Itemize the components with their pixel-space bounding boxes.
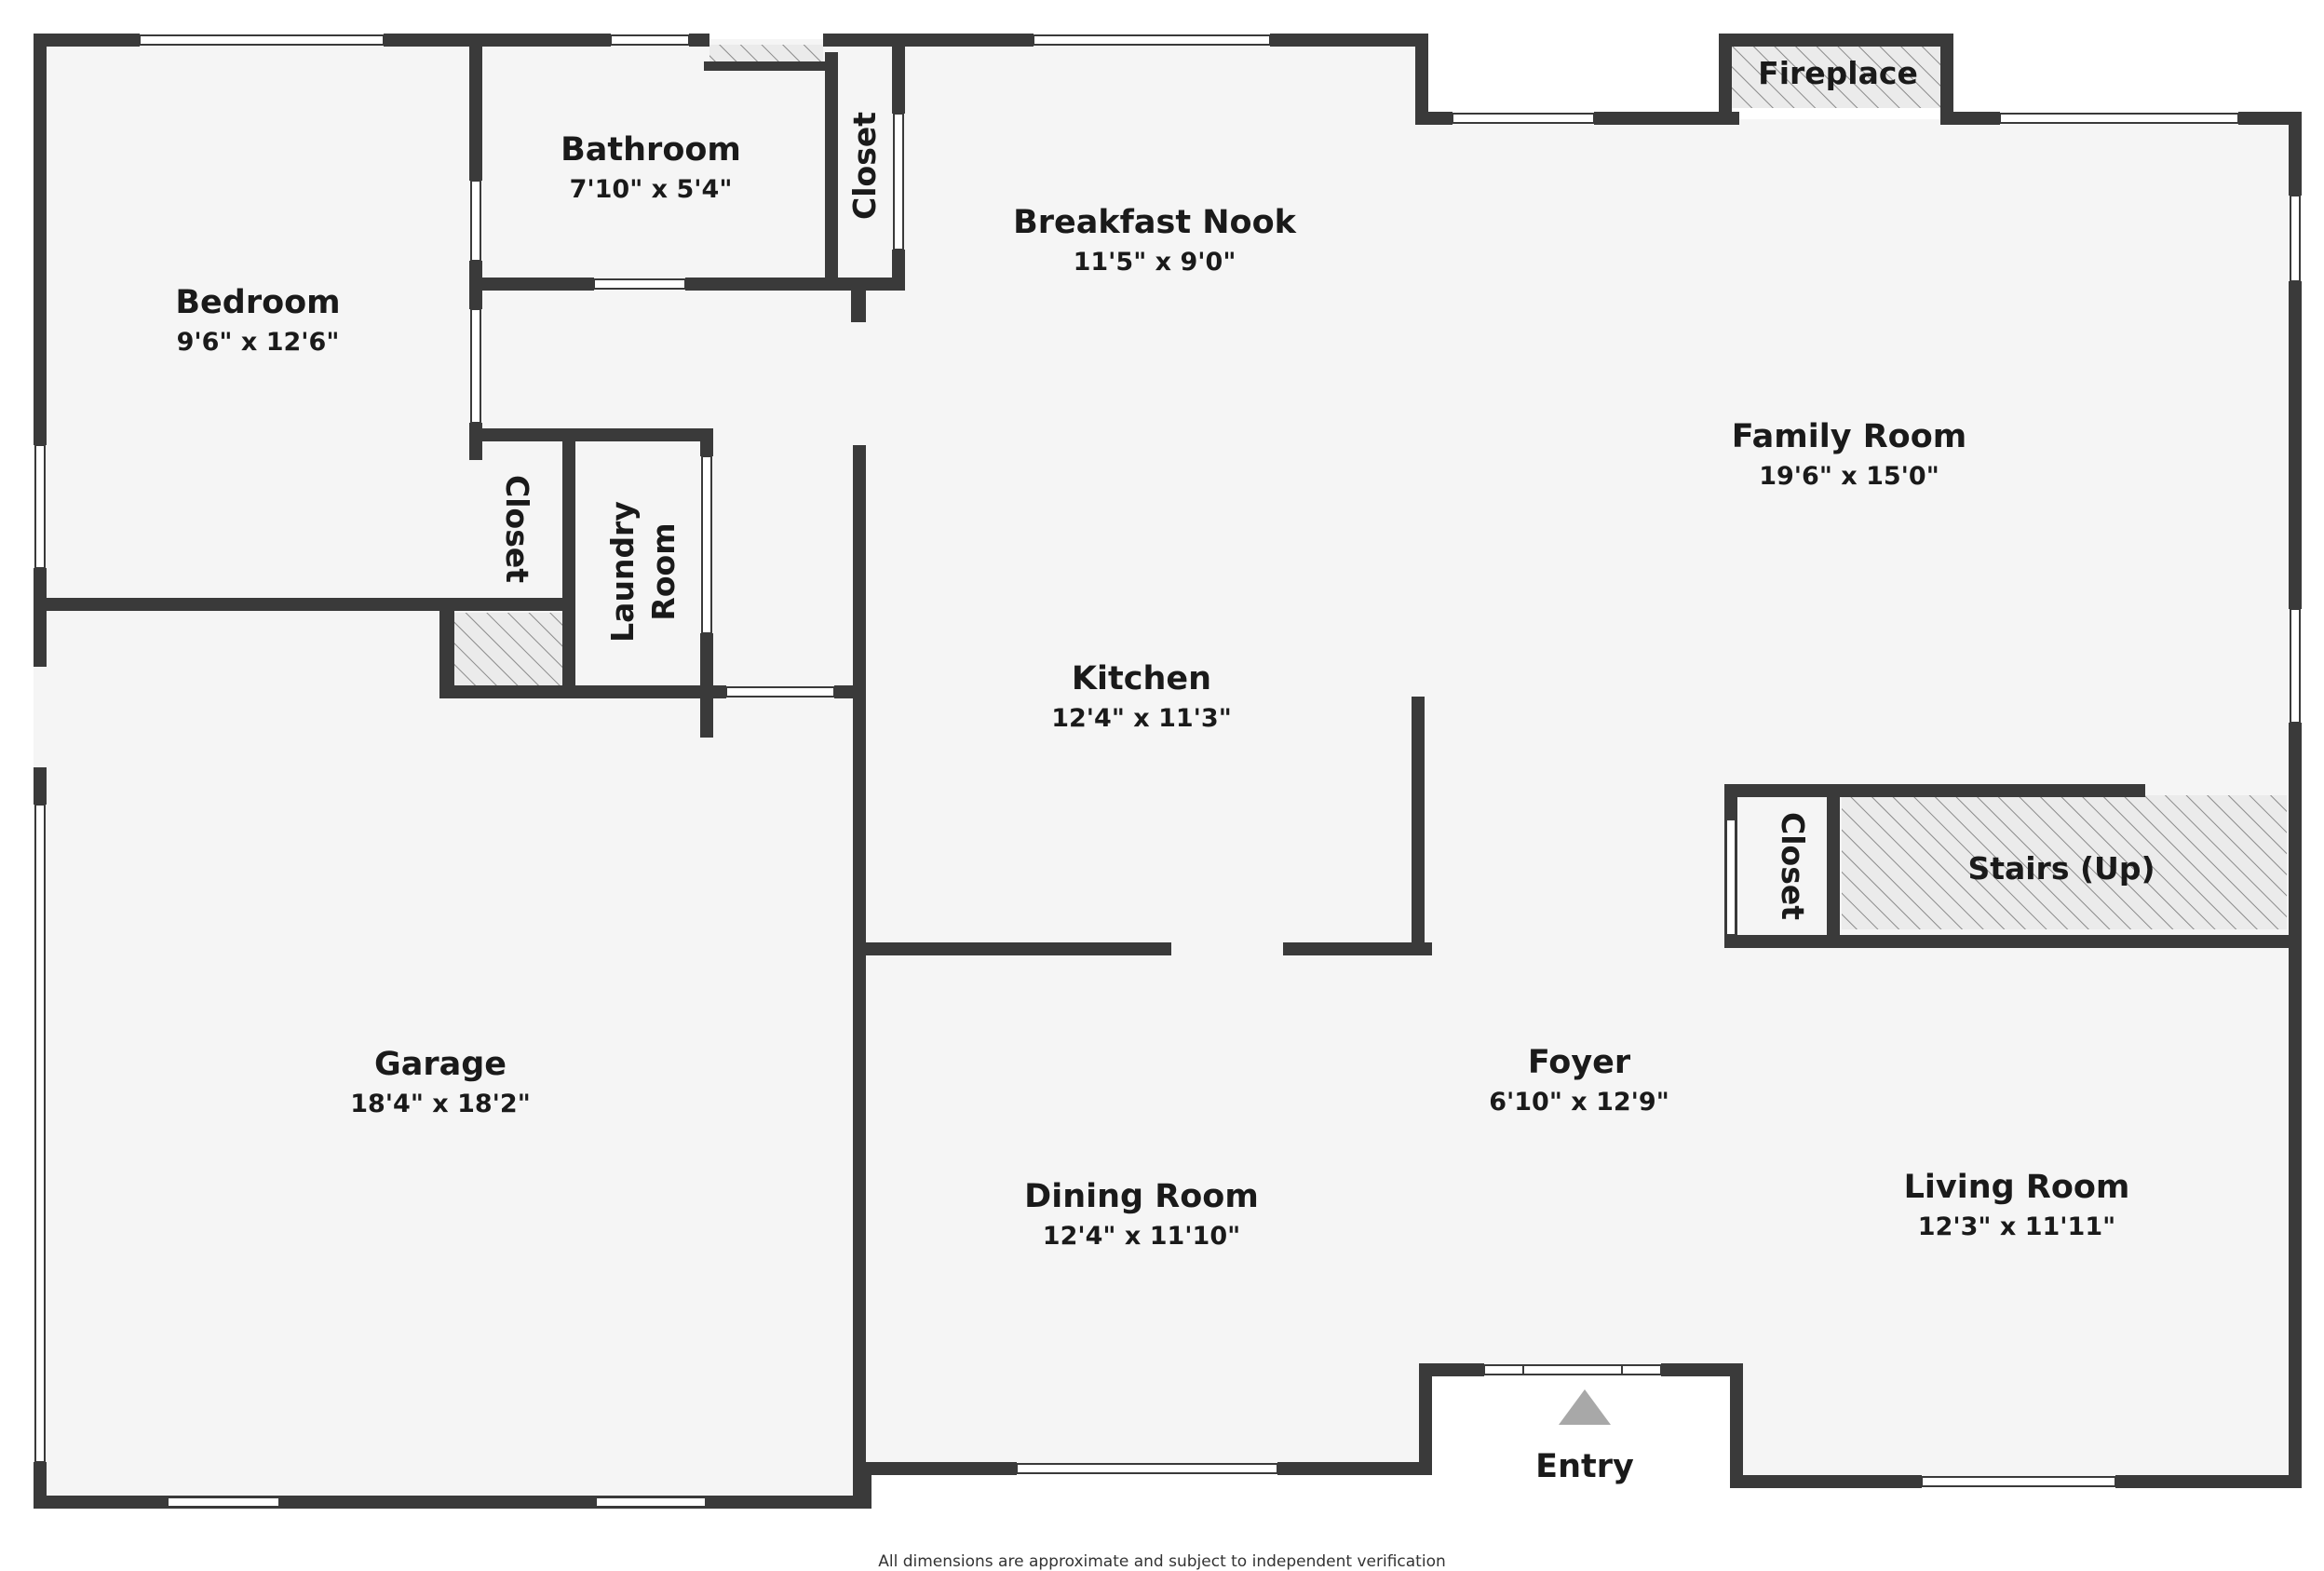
disclaimer-text: All dimensions are approximate and subje… xyxy=(878,1552,1446,1571)
windows xyxy=(34,34,2301,1508)
garage-dims: 18'4" x 18'2" xyxy=(350,1090,531,1118)
kitchen-dims: 12'4" x 11'3" xyxy=(1051,704,1232,733)
bedroom-dims: 9'6" x 12'6" xyxy=(177,328,340,357)
bath-vanity xyxy=(709,45,823,61)
closet-mid-label: Closet xyxy=(499,475,535,583)
walls xyxy=(34,34,2302,1509)
foyer-dims: 6'10" x 12'9" xyxy=(1489,1088,1669,1117)
entry-label: Entry xyxy=(1535,1448,1634,1485)
living-room-dims: 12'3" x 11'11" xyxy=(1918,1212,2115,1241)
entry-arrow-icon xyxy=(1559,1389,1611,1425)
dining-room-dims: 12'4" x 11'10" xyxy=(1043,1222,1240,1251)
bedroom-name: Bedroom xyxy=(175,284,340,321)
breakfast-nook-name: Breakfast Nook xyxy=(1013,204,1297,241)
family-room-name: Family Room xyxy=(1732,418,1966,455)
bathroom-dims: 7'10" x 5'4" xyxy=(570,175,733,204)
closet-stairs-label: Closet xyxy=(1775,812,1811,920)
family-room-dims: 19'6" x 15'0" xyxy=(1759,462,1939,491)
living-room-name: Living Room xyxy=(1904,1169,2130,1206)
bathroom-name: Bathroom xyxy=(561,131,741,169)
fireplace-hearth xyxy=(1728,45,1942,108)
stairs-area xyxy=(1842,795,2287,929)
kitchen-name: Kitchen xyxy=(1072,660,1211,697)
dining-room-name: Dining Room xyxy=(1024,1178,1259,1215)
room-labels: Bedroom 9'6" x 12'6" Bathroom 7'10" x 5'… xyxy=(175,55,2155,1485)
foyer-name: Foyer xyxy=(1528,1044,1631,1081)
utility-chase xyxy=(454,613,562,685)
breakfast-nook-dims: 11'5" x 9'0" xyxy=(1074,248,1236,277)
fireplace-label: Fireplace xyxy=(1758,55,1918,91)
laundry-label-line1: Laundry xyxy=(604,501,641,643)
hatched-areas xyxy=(454,45,2287,929)
laundry-label-line2: Room xyxy=(645,522,682,620)
stairs-label: Stairs (Up) xyxy=(1967,850,2155,887)
garage-name: Garage xyxy=(374,1046,507,1083)
floor-areas xyxy=(34,39,2296,1509)
closet-top-label: Closet xyxy=(846,112,883,220)
